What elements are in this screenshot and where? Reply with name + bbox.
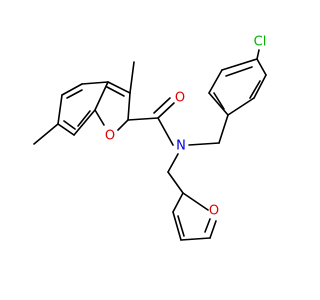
bond [77, 110, 91, 127]
bond [81, 81, 109, 85]
bond [225, 66, 253, 77]
bond [57, 123, 75, 136]
bond [57, 94, 63, 125]
bond [208, 69, 223, 94]
bond [33, 123, 59, 145]
chlorine-atom-label: Cl [254, 35, 267, 50]
bond [127, 117, 159, 121]
bond [106, 86, 125, 97]
bond [182, 192, 209, 211]
bond [208, 92, 229, 116]
bond [188, 142, 220, 146]
bond [94, 81, 109, 111]
bond [94, 109, 105, 126]
bond [157, 117, 174, 146]
bond [204, 218, 211, 233]
bond [256, 49, 260, 60]
bond [218, 114, 229, 144]
bond [180, 237, 211, 241]
carbonyl-oxygen-label: O [175, 91, 185, 106]
bond [249, 80, 261, 99]
bond [213, 92, 225, 110]
bond [172, 192, 184, 213]
bond [73, 109, 96, 136]
molecule-structure: Cl O N O O [33, 35, 267, 241]
bond [177, 215, 185, 237]
bond [117, 119, 129, 131]
bond [129, 61, 135, 94]
chlorophenyl-ring [208, 58, 267, 116]
bond [61, 83, 83, 96]
bond [253, 74, 267, 99]
bond [167, 171, 184, 194]
bond [127, 92, 131, 121]
bond [157, 102, 175, 119]
furan-ring [172, 192, 217, 241]
structure-canvas: Cl O N O O [33, 34, 267, 241]
bond [256, 58, 267, 76]
bond [63, 120, 76, 130]
bond [66, 89, 83, 99]
bond [172, 211, 182, 241]
benzofuran-ring [57, 81, 131, 136]
bond [227, 97, 255, 116]
benzofuran-oxygen-label: O [105, 129, 115, 144]
furan-oxygen-label: O [209, 204, 219, 219]
bond [221, 58, 258, 71]
amide-nitrogen-label: N [176, 139, 186, 154]
bond [167, 153, 179, 173]
bond [107, 81, 131, 94]
bond [209, 220, 217, 239]
bond [153, 97, 171, 114]
